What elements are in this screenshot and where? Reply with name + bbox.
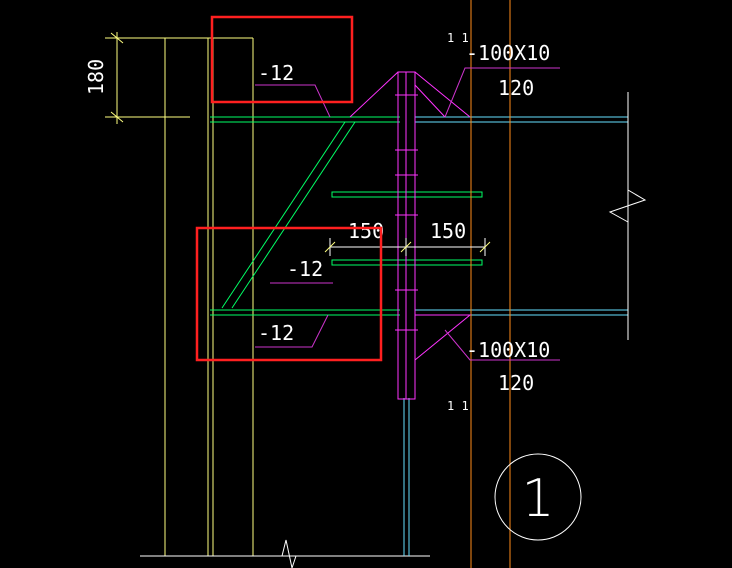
beam-top <box>210 116 628 123</box>
plate-label-bottom: -12 <box>258 321 294 345</box>
break-mark-right <box>608 189 647 223</box>
column <box>140 37 430 557</box>
plate-label-top: -12 <box>258 61 294 85</box>
dimension-180 <box>105 32 190 124</box>
stiffener-top <box>349 71 471 118</box>
vertical-plate <box>395 71 418 400</box>
stiffener-length-top: 120 <box>498 76 534 100</box>
lower-post <box>403 398 410 556</box>
diagonal-brace <box>221 121 356 309</box>
detail-number: 1 <box>521 469 554 529</box>
highlight-boxes <box>195 15 383 362</box>
stiffener-bottom <box>414 314 472 361</box>
section-mark-bottom: 1 1 <box>447 399 469 413</box>
leaders <box>255 67 560 361</box>
highlight-box-bottom <box>195 226 383 362</box>
dimension-150-150 <box>324 238 491 256</box>
highlight-box-top <box>210 15 354 104</box>
dimension-150-left: 150 <box>348 219 384 243</box>
break-mark-bottom <box>272 539 310 568</box>
axis-lines <box>470 0 511 568</box>
section-mark-top: 1 1 <box>447 31 469 45</box>
detail-bubble <box>494 453 582 541</box>
dimension-150-right: 150 <box>430 219 466 243</box>
stiffener-label-top: -100X10 <box>466 41 550 65</box>
beam-bottom <box>210 309 628 316</box>
dimension-180-label: 180 <box>84 59 108 95</box>
stiffener-label-bottom: -100X10 <box>466 338 550 362</box>
plate-label-mid: -12 <box>287 257 323 281</box>
connection-plates <box>331 191 483 266</box>
stiffener-length-bottom: 120 <box>498 371 534 395</box>
